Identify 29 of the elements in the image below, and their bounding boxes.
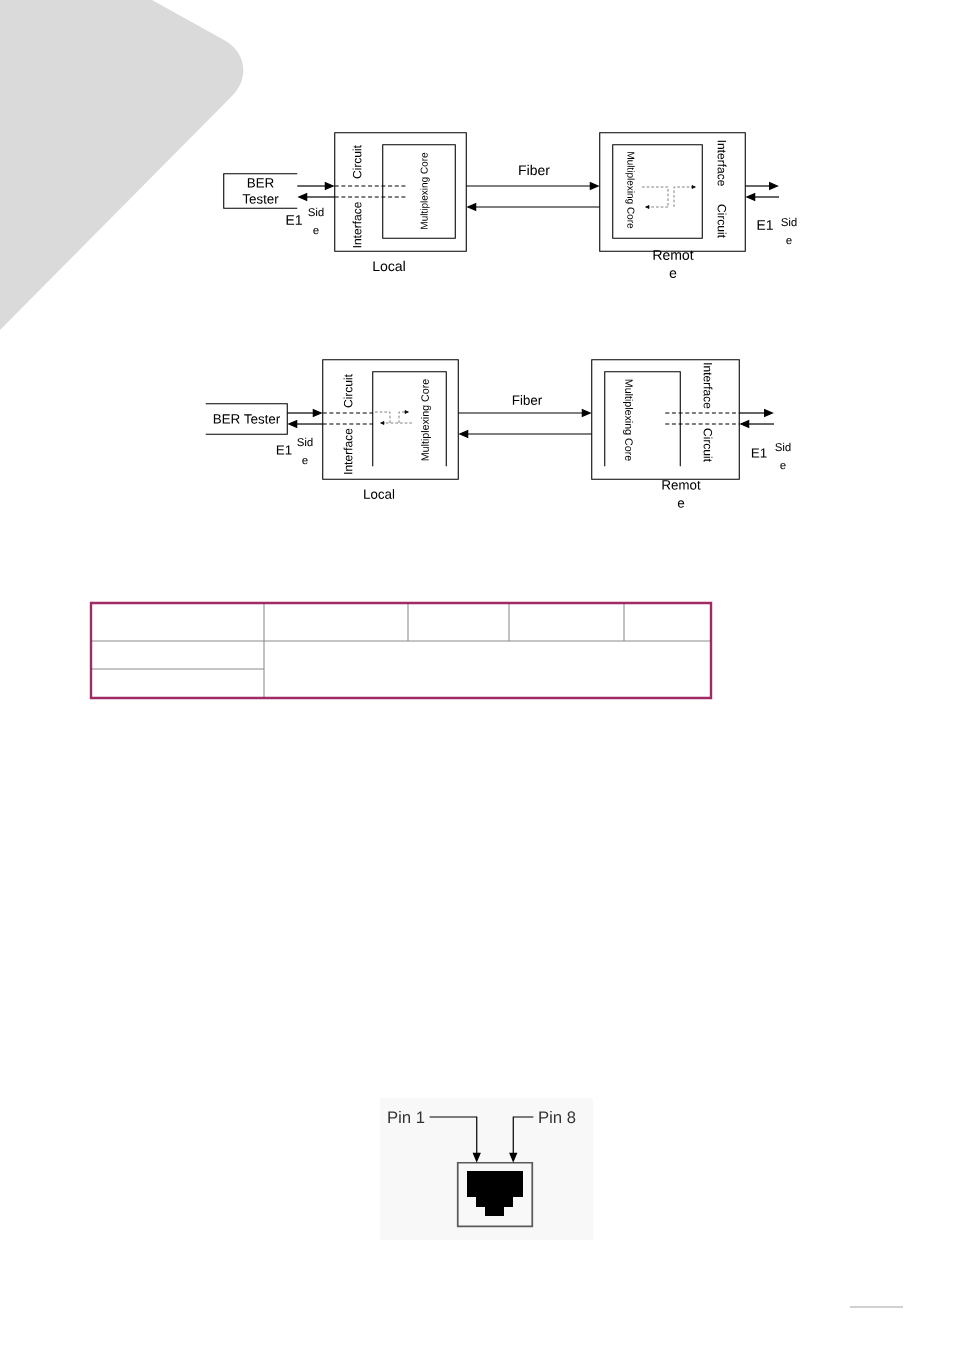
side-label: Sid e <box>297 437 313 465</box>
tester-box: BER Tester <box>223 173 298 209</box>
network-port <box>456 1161 534 1228</box>
dashed-line <box>322 412 374 414</box>
side-label: E1 <box>276 445 292 455</box>
box-caption: Remot e <box>662 480 701 508</box>
dashed-line <box>322 423 374 425</box>
core-box: Multiplexing Core <box>372 371 447 467</box>
core-box: Multiplexing Core <box>382 144 456 239</box>
dashed-line <box>664 412 740 414</box>
side-label: Sid e <box>775 442 791 470</box>
box-caption: Local <box>364 489 395 499</box>
box-caption: Remot e <box>653 250 694 278</box>
side-label: Sid e <box>781 217 797 245</box>
edge-label: Fiber <box>510 393 544 407</box>
core-box: Multiplexing Core <box>604 371 681 467</box>
dashed-line <box>664 423 740 425</box>
edge-label: Fiber <box>516 163 552 177</box>
side-label: E1 <box>751 448 767 458</box>
dashed-line <box>334 185 409 187</box>
side-label: E1 <box>286 215 302 225</box>
pin-label: Pin 8 <box>539 1110 576 1124</box>
pin-label: Pin 1 <box>388 1110 425 1124</box>
tester-box: BER Tester <box>205 403 288 435</box>
box-caption: Local <box>373 260 405 272</box>
side-label: Sid e <box>308 207 324 235</box>
core-box: Multiplexing Core <box>612 144 703 239</box>
dashed-line <box>334 196 409 198</box>
side-label: E1 <box>757 220 773 230</box>
